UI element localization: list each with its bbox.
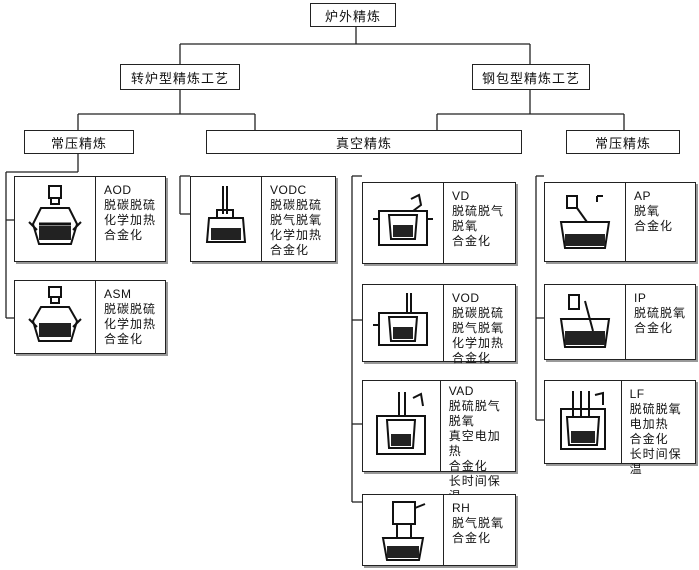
ap-line-1: 脱氧 — [634, 204, 661, 218]
ap-code: AP — [634, 189, 652, 203]
rh-line-1: 脱气脱氧 — [452, 516, 505, 530]
process-card-lf: LF 脱硫脱氧 电加热 合金化 长时间保温 — [544, 380, 696, 476]
ap-line-2: 合金化 — [634, 219, 674, 233]
aod-line-2: 化学加热 — [104, 213, 157, 227]
vodc-line-1: 脱碳脱硫 — [270, 198, 323, 212]
aod-line-3: 合金化 — [104, 228, 144, 242]
rh-vessel-icon — [363, 495, 444, 565]
asm-line-2: 化学加热 — [104, 317, 157, 331]
ip-line-2: 合金化 — [634, 321, 674, 335]
vod-line-1: 脱碳脱硫 — [452, 306, 505, 320]
left-atmospheric-node: 常压精炼 — [24, 130, 134, 154]
vodc-code: VODC — [270, 183, 307, 197]
vod-line-2: 脱气脱氧 — [452, 321, 505, 335]
lf-vessel-icon — [545, 381, 622, 463]
process-card-asm: ASM 脱碳脱硫 化学加热 合金化 — [14, 280, 166, 354]
aod-vessel-icon — [15, 177, 96, 261]
ap-vessel-icon — [545, 183, 626, 261]
asm-vessel-icon — [15, 281, 96, 353]
vad-line-1: 脱硫脱气 — [448, 399, 501, 413]
right-atmospheric-node: 常压精炼 — [566, 130, 680, 154]
ladle-type-node: 钢包型精炼工艺 — [472, 64, 590, 90]
lf-line-2: 电加热 — [629, 417, 669, 431]
ip-code: IP — [634, 291, 647, 305]
vad-line-2: 脱氧 — [448, 414, 475, 428]
vd-code: VD — [452, 189, 470, 203]
vod-vessel-icon — [363, 285, 444, 361]
lf-line-4: 长时间保温 — [629, 447, 682, 476]
process-card-rh: RH 脱气脱氧 合金化 — [362, 494, 516, 566]
process-card-ap: AP 脱氧 合金化 — [544, 182, 696, 262]
vad-line-3: 真空电加热 — [448, 429, 501, 458]
process-card-ip: IP 脱硫脱氧 合金化 — [544, 284, 696, 360]
vad-vessel-icon — [363, 381, 441, 471]
vad-code: VAD — [448, 384, 474, 398]
lf-line-3: 合金化 — [629, 432, 669, 446]
asm-line-1: 脱碳脱硫 — [104, 302, 157, 316]
vd-line-3: 合金化 — [452, 234, 492, 248]
process-card-vd: VD 脱硫脱气 脱氧 合金化 — [362, 182, 516, 264]
process-card-aod: AOD 脱碳脱硫 化学加热 合金化 — [14, 176, 166, 262]
rh-line-2: 合金化 — [452, 531, 492, 545]
vod-code: VOD — [452, 291, 480, 305]
vd-line-1: 脱硫脱气 — [452, 204, 505, 218]
root-node: 炉外精炼 — [310, 3, 396, 27]
vodc-vessel-icon — [191, 177, 262, 261]
vod-line-3: 化学加热 — [452, 336, 505, 350]
aod-code: AOD — [104, 183, 132, 197]
vd-line-2: 脱氧 — [452, 219, 479, 233]
process-card-vad: VAD 脱硫脱气 脱氧 真空电加热 合金化 长时间保温 — [362, 380, 516, 503]
asm-line-3: 合金化 — [104, 332, 144, 346]
asm-code: ASM — [104, 287, 132, 301]
process-card-vodc: VODC 脱碳脱硫 脱气脱氧 化学加热 合金化 — [190, 176, 336, 262]
aod-line-1: 脱碳脱硫 — [104, 198, 157, 212]
vacuum-node: 真空精炼 — [206, 130, 522, 154]
vodc-line-3: 化学加热 — [270, 228, 323, 242]
lf-line-1: 脱硫脱氧 — [629, 402, 682, 416]
vad-line-4: 合金化 — [448, 459, 488, 473]
process-card-vod: VOD 脱碳脱硫 脱气脱氧 化学加热 合金化 — [362, 284, 516, 365]
rh-code: RH — [452, 501, 471, 515]
ip-line-1: 脱硫脱氧 — [634, 306, 687, 320]
converter-type-node: 转炉型精炼工艺 — [120, 64, 240, 90]
ip-vessel-icon — [545, 285, 626, 359]
vodc-line-4: 合金化 — [270, 243, 310, 257]
vd-vessel-icon — [363, 183, 444, 263]
vodc-line-2: 脱气脱氧 — [270, 213, 323, 227]
vod-line-4: 合金化 — [452, 351, 492, 365]
lf-code: LF — [629, 387, 645, 401]
